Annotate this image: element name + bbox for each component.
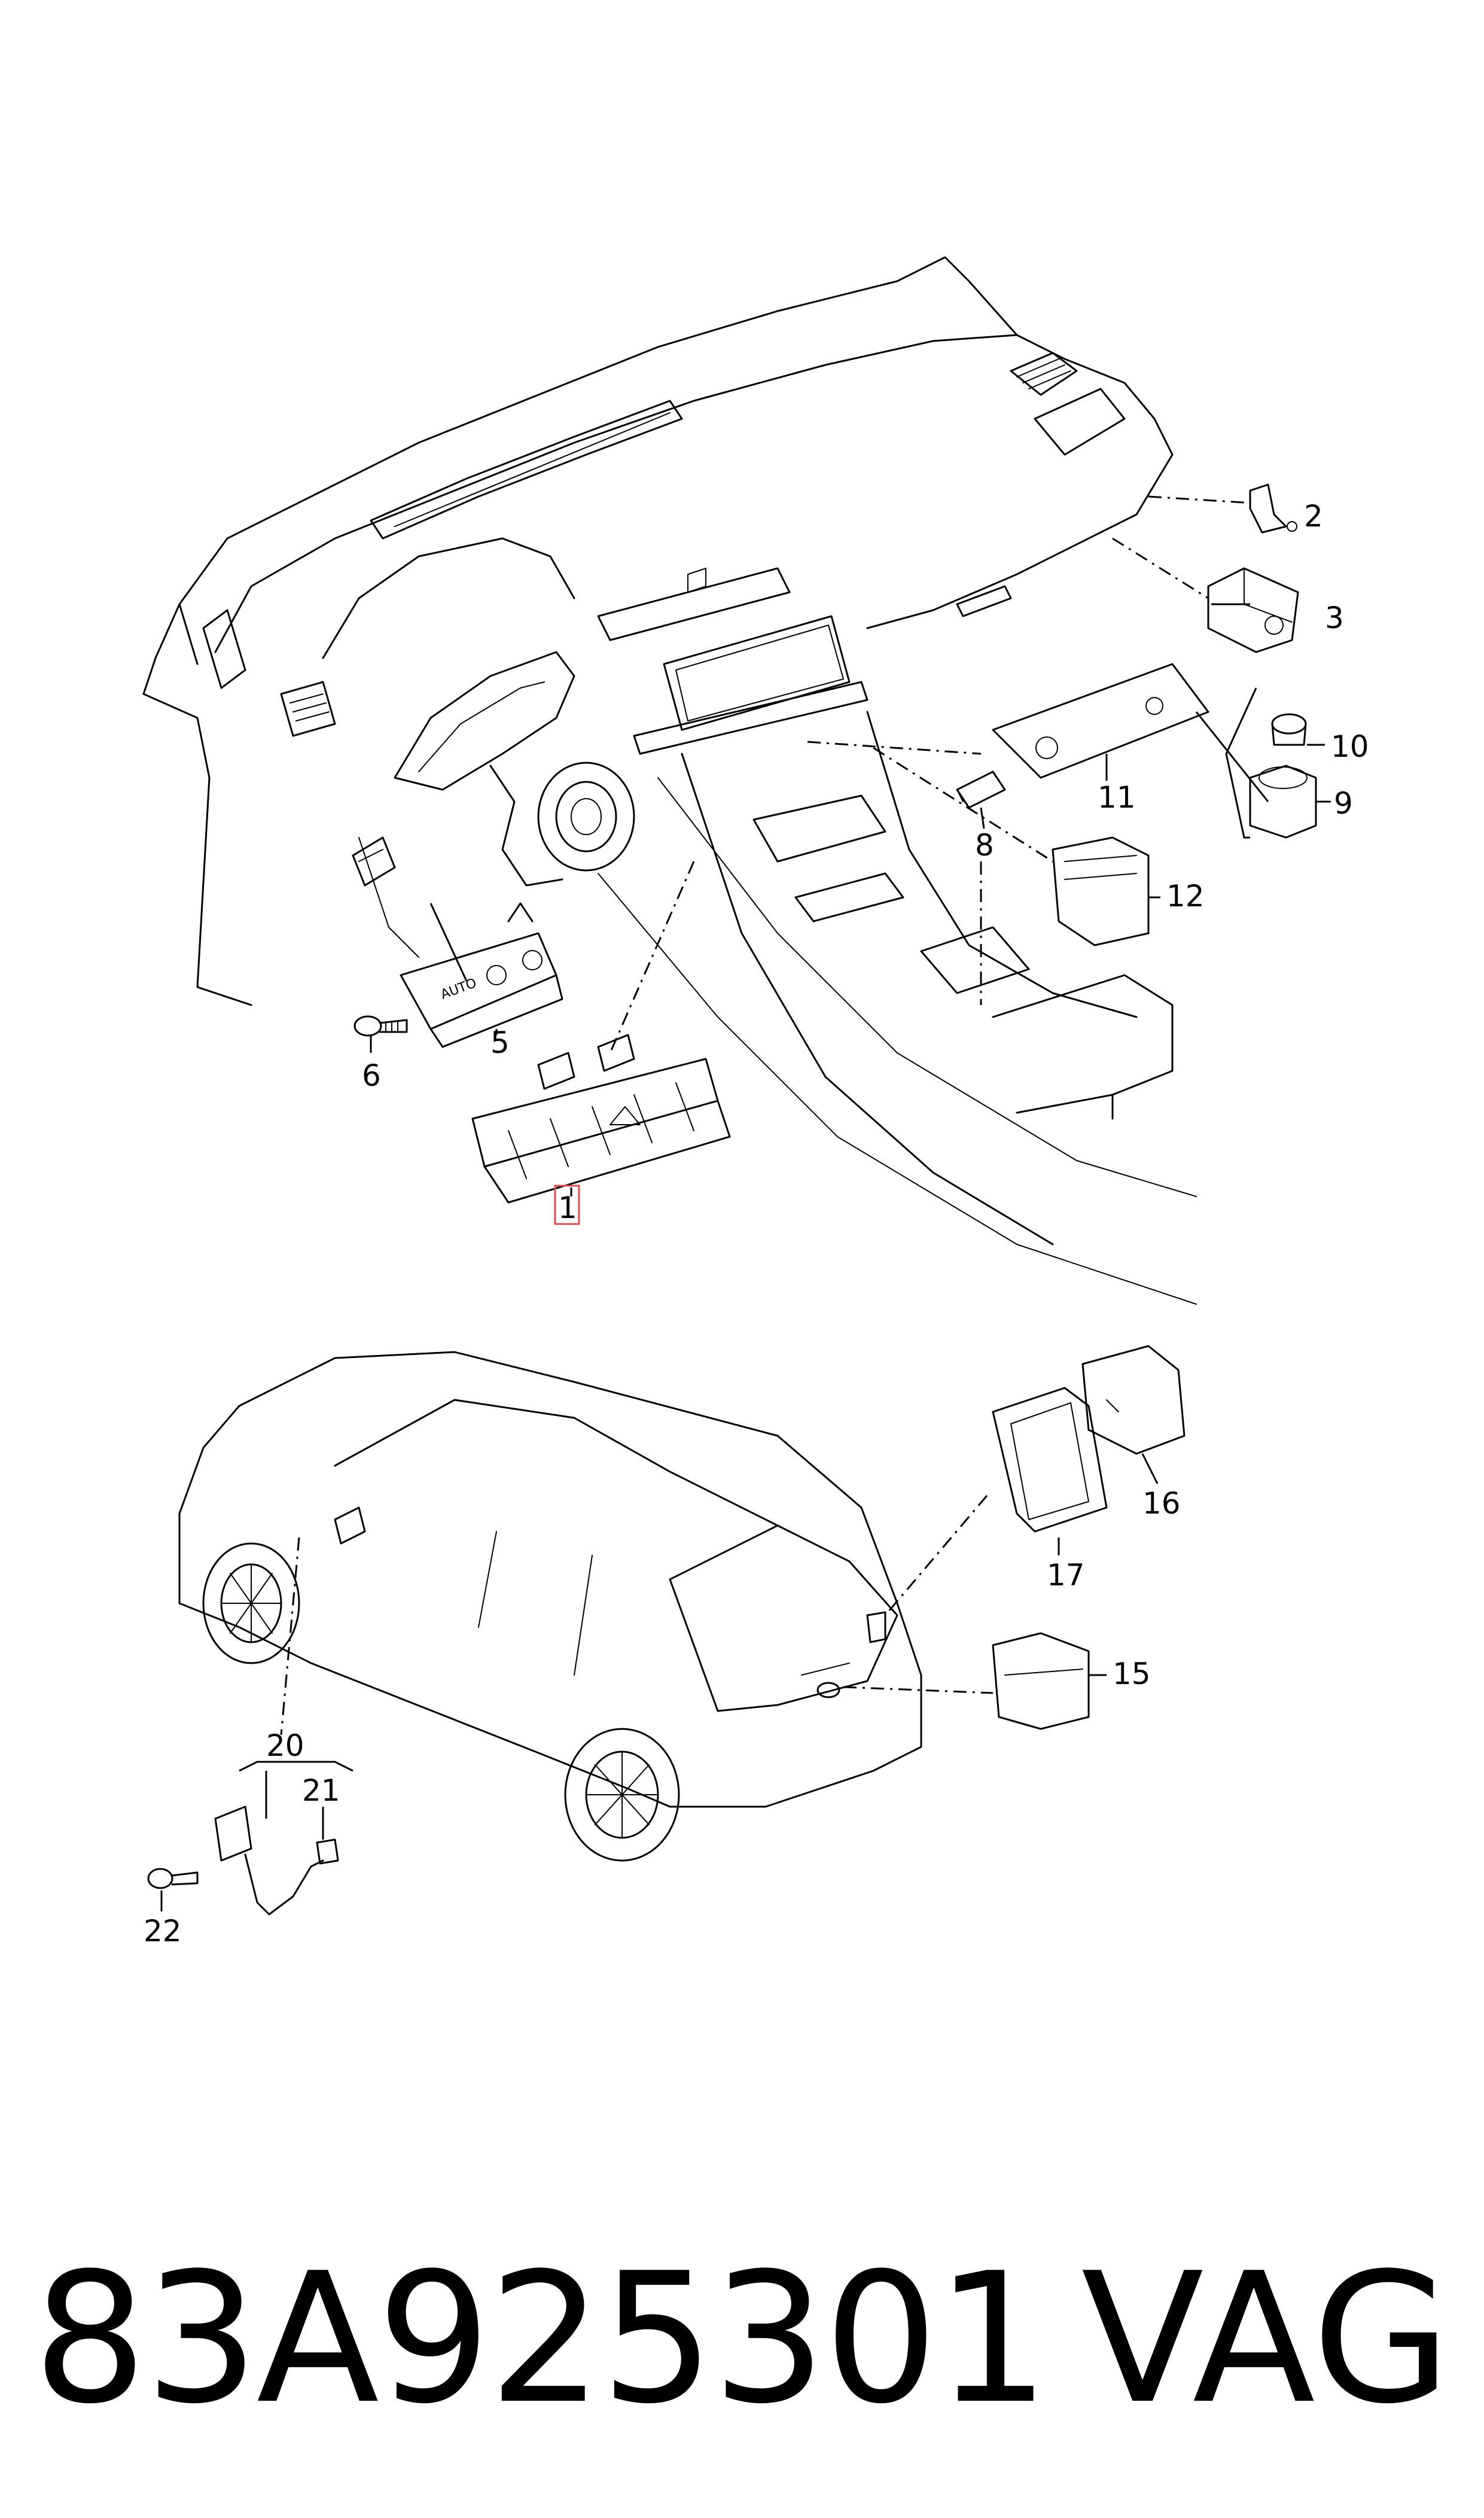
- callout-21[interactable]: 21: [302, 1773, 340, 1808]
- callout-17[interactable]: 17: [1047, 1558, 1085, 1593]
- callout-8[interactable]: 8: [975, 828, 994, 863]
- callout-5[interactable]: 5: [490, 1025, 510, 1060]
- part-6-screw[interactable]: [354, 1015, 408, 1037]
- callout-2[interactable]: 2: [1304, 499, 1323, 534]
- part-2-clip[interactable]: [1249, 483, 1297, 534]
- part-11-trim-strip[interactable]: [992, 663, 1209, 779]
- footer: 83A925301 VAG: [0, 2213, 1484, 2465]
- part-21-sensor-cable[interactable]: [214, 1805, 339, 1916]
- callout-10[interactable]: 10: [1331, 729, 1369, 764]
- part-8-small-switch[interactable]: [956, 771, 1006, 809]
- callout-9[interactable]: 9: [1334, 786, 1353, 821]
- brand-name: VAG: [1081, 2234, 1451, 2443]
- callout-12[interactable]: 12: [1166, 879, 1205, 914]
- callout-22[interactable]: 22: [144, 1914, 182, 1948]
- part-9-switch[interactable]: [1249, 765, 1317, 839]
- part-10-knob[interactable]: [1271, 713, 1307, 746]
- callout-1[interactable]: 1: [558, 1191, 577, 1225]
- part-number: 83A925301: [33, 2234, 1050, 2443]
- callout-3[interactable]: 3: [1325, 601, 1344, 635]
- callout-20[interactable]: 20: [266, 1728, 304, 1763]
- part-1-switch-module[interactable]: [471, 1034, 731, 1204]
- auto-label: AUTO: [439, 976, 479, 1003]
- part-22-bolt[interactable]: [147, 1868, 199, 1889]
- callouts: 1 2 3 5 6 8 9 10 11 12 15 16 17 20 21 22: [144, 499, 1369, 1948]
- part-5-light-switch[interactable]: AUTO: [400, 902, 563, 1048]
- dashboard-illustration: [142, 256, 1197, 1305]
- part-12-switch-block[interactable]: [1052, 836, 1150, 946]
- callout-11[interactable]: 11: [1098, 780, 1136, 815]
- callout-15[interactable]: 15: [1113, 1657, 1151, 1691]
- part-3-button[interactable]: [1207, 567, 1299, 653]
- part-17-trim[interactable]: [992, 1387, 1108, 1533]
- parts-diagram: AUTO: [142, 256, 1369, 1948]
- part-16-switch[interactable]: [1081, 1345, 1186, 1455]
- car-illustration: [178, 1351, 922, 1862]
- callout-1-highlight: [554, 1185, 580, 1225]
- callout-16[interactable]: 16: [1142, 1486, 1181, 1521]
- callout-6[interactable]: 6: [362, 1058, 381, 1093]
- leader-lines: [160, 495, 1331, 1911]
- part-15-switch[interactable]: [992, 1632, 1090, 1730]
